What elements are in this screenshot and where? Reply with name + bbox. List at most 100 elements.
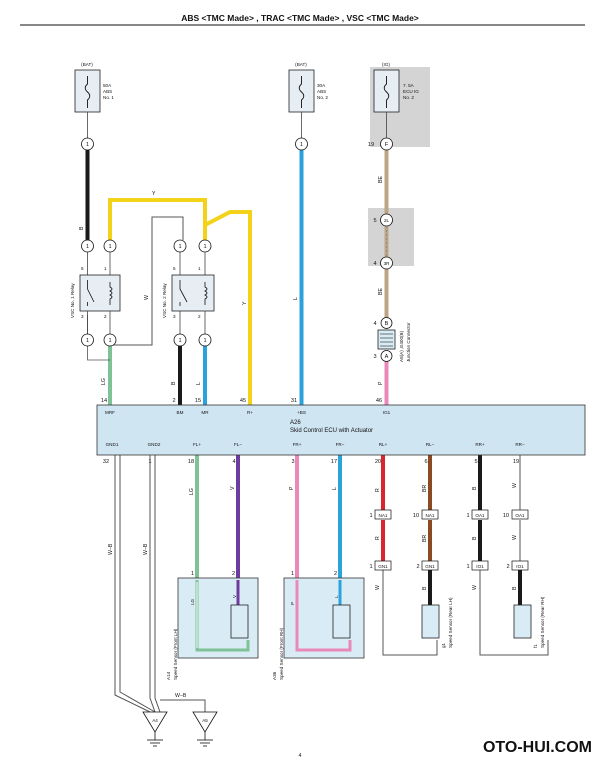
wire-wb-gnd2b — [154, 455, 161, 713]
fuse-element-icon — [298, 76, 305, 108]
sensor-coil-icon — [421, 604, 440, 639]
pin-label: 1 — [86, 338, 89, 344]
fuse-rating: 30A — [317, 83, 326, 88]
ecu-terminal: BM — [177, 410, 184, 415]
sensor-pin: 2 — [334, 571, 337, 577]
pin-label: 1 — [203, 244, 206, 250]
ecu-pin: 14 — [101, 398, 107, 404]
wire-wb-gnd2 — [149, 455, 156, 713]
wire-label: BE — [378, 176, 384, 183]
wire-y-bridge — [108, 198, 207, 240]
sensor-coil-icon — [513, 604, 532, 639]
ecu-pin: 46 — [376, 398, 382, 404]
wire-label: W−B — [108, 543, 114, 555]
fuse-rating: 50A — [103, 83, 112, 88]
ecu-terminal: IG1 — [383, 410, 391, 415]
ecu-terminal: MRF — [105, 410, 115, 415]
relay-pin: 1 — [104, 266, 107, 271]
pin-label: 1 — [178, 244, 181, 250]
wire-label: B — [171, 381, 177, 385]
connector-label: OA1 — [475, 513, 485, 518]
wire-label: L — [293, 297, 299, 300]
wire-label: B — [512, 586, 518, 590]
connector-letter: A — [385, 354, 389, 360]
ecu-terminal: RR− — [515, 442, 525, 447]
wire-wb-gnd-link — [160, 699, 206, 712]
connector-label: IO1 — [516, 564, 524, 569]
fuse-name: ABS — [317, 89, 326, 94]
wire-label: B — [472, 486, 478, 490]
relay-pin: 2 — [104, 314, 107, 319]
wire-label: L — [332, 487, 338, 490]
fuse-element-icon — [383, 76, 390, 108]
ground-icon — [142, 711, 168, 733]
relay-switch-icon — [87, 280, 95, 306]
wire-label: R — [375, 488, 381, 492]
connector-pin: 1 — [466, 564, 469, 570]
connector-io1: IO1 1 IO1 2 — [466, 560, 529, 571]
connector-label: OA1 — [515, 513, 525, 518]
ecu-pin: 1 — [148, 459, 151, 465]
relay-box — [171, 274, 215, 312]
relay-pin: 1 — [198, 266, 201, 271]
sensor-rear-rh: f1 Speed Sensor (Rear RH) — [513, 596, 545, 648]
fuse-element-icon — [84, 76, 91, 108]
sensor-coil-icon — [230, 604, 249, 639]
ecu-terminal: FL+ — [193, 442, 201, 447]
wire-label: P — [378, 381, 384, 385]
sensor-name: Speed Sensor (Rear RH) — [540, 596, 545, 648]
ecu-terminal: FL− — [234, 442, 242, 447]
sensor-id: f1 — [533, 644, 538, 648]
wire-w-relay2 — [110, 216, 184, 346]
ecu-name: Skid Control ECU with Actuator — [290, 428, 373, 434]
connector-pin: 1 — [369, 513, 372, 519]
ecu-pin: 20 — [375, 459, 381, 465]
wire-label: W — [144, 295, 150, 300]
sensor-id: g1 — [441, 642, 446, 648]
sensor-rear-lh: g1 Speed Sensor (Rear LH) — [421, 597, 453, 648]
ecu-terminal: FR− — [336, 442, 345, 447]
page-title: ABS <TMC Made> , TRAC <TMC Made> , VSC <… — [181, 13, 419, 23]
relay-vsc-no1: 1 1 5 1 3 2 1 1 VSC No. 1 Relay — [70, 239, 121, 347]
sensor-pin: 2 — [232, 571, 235, 577]
pin-label: 1 — [108, 244, 111, 250]
wire-label: BR — [422, 535, 428, 542]
connector-na1: NA1 1 NA1 10 — [369, 509, 439, 520]
wire-label: L — [196, 382, 202, 385]
wire-label: LG — [101, 378, 107, 385]
wire-label: W−B — [143, 543, 149, 555]
pin-label: 1 — [86, 244, 89, 250]
ecu-box — [96, 404, 586, 456]
fuse-rating: 7. 5A — [403, 83, 415, 88]
relay-pin: 5 — [173, 266, 176, 271]
page-number: 4 — [299, 753, 302, 759]
wire-label: Y — [152, 191, 156, 197]
connector-pin: 10 — [503, 513, 509, 519]
ecu-pin: 3 — [291, 459, 294, 465]
jpin-label: 3R — [384, 261, 391, 266]
fuse-source: (IG) — [382, 62, 390, 67]
connector-label: IO1 — [476, 564, 484, 569]
ground-label: A4 — [152, 718, 158, 723]
sensor-coil-icon — [332, 604, 351, 639]
junction-name: Junction Connector — [406, 322, 411, 362]
ecu-pin: 32 — [103, 459, 109, 465]
junction-j-pins: 2L 5 3R 4 — [373, 213, 393, 270]
sensor-front-lh: 1 2 LG V A14 Speed Sensor (Front LH) — [166, 571, 259, 680]
ground-a5: A5 — [192, 711, 218, 747]
ecu-terminal: R+ — [247, 410, 253, 415]
connector-pin: 10 — [413, 513, 419, 519]
ecu-terminal: +BS — [297, 410, 306, 415]
ecu-terminal: RL+ — [379, 442, 388, 447]
fuse-ecu-ig-no2: (IG) 7. 5A ECU IG No. 2 — [373, 62, 419, 113]
wire-label: B — [79, 226, 85, 230]
wire-wb-gnd1 — [114, 455, 151, 713]
ecu-pin: 19 — [513, 459, 519, 465]
wire-label: B — [472, 536, 478, 540]
wire-label: B — [422, 586, 428, 590]
ecu-pin: 5 — [474, 459, 477, 465]
wire-label: BE — [378, 288, 384, 295]
relay-name: VSC No. 2 Relay — [162, 283, 167, 318]
wire-label: W — [512, 535, 518, 540]
pin-label: F — [385, 142, 389, 148]
